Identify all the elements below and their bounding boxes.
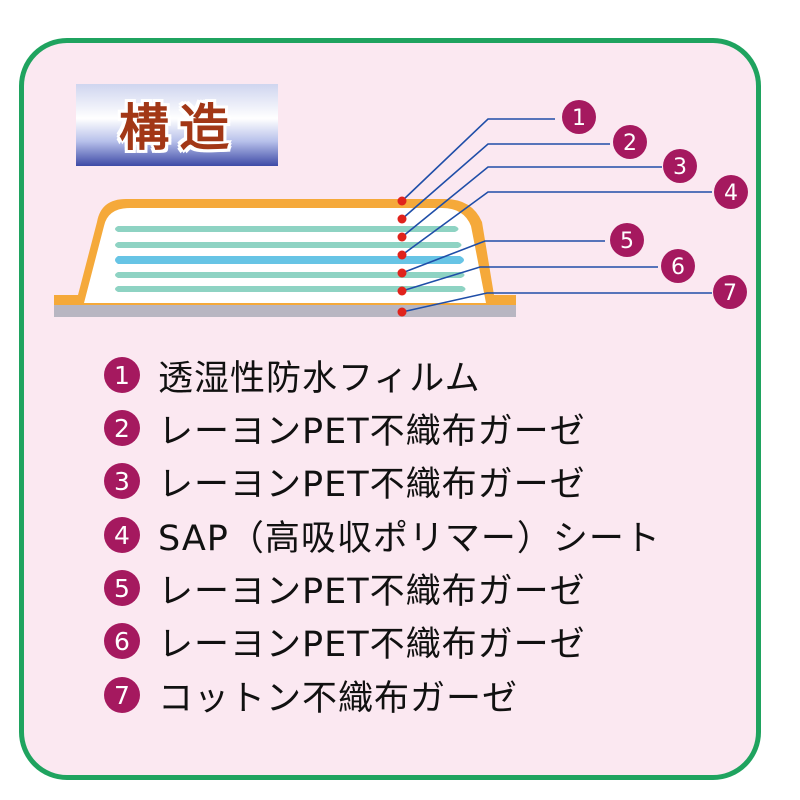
legend-item-4: 4 SAP（高吸収ポリマー）シート xyxy=(104,510,661,560)
legend-badge-5: 5 xyxy=(104,570,140,606)
legend-item-7: 7 コットン不織布ガーゼ xyxy=(104,670,518,720)
layer-dot-2 xyxy=(397,214,407,224)
leader-line-1 xyxy=(401,118,555,202)
leader-line-3 xyxy=(401,166,662,238)
diagram-badge-7 xyxy=(713,275,747,309)
diagram-badge-4 xyxy=(714,175,748,209)
legend-label-5: レーヨンPET不織布ガーゼ xyxy=(158,571,586,612)
legend-label-7: コットン不織布ガーゼ xyxy=(158,678,519,719)
base-sheet xyxy=(54,305,516,317)
legend-badge-4: 4 xyxy=(104,517,140,553)
legend-item-2: 2 レーヨンPET不織布ガーゼ xyxy=(104,403,586,453)
diagram-badge-3 xyxy=(663,149,697,183)
legend-label-3: レーヨンPET不織布ガーゼ xyxy=(158,464,586,505)
legend-item-1: 1 透湿性防水フィルム xyxy=(104,350,481,400)
layer-strip-3 xyxy=(115,242,462,248)
legend-label-1: 透湿性防水フィルム xyxy=(158,358,481,399)
layer-strip-4 xyxy=(115,256,464,264)
layer-dot-5 xyxy=(397,268,407,278)
layer-dot-3 xyxy=(397,232,407,242)
legend-item-5: 5 レーヨンPET不織布ガーゼ xyxy=(104,563,586,613)
diagram-badge-3-label: 3 xyxy=(673,155,687,180)
diagram-badge-1 xyxy=(562,100,596,134)
legend-badge-2: 2 xyxy=(104,410,140,446)
title-banner xyxy=(76,84,278,166)
diagram-badges: 1 2 3 4 5 6 7 xyxy=(562,100,748,309)
layer-strip-6 xyxy=(115,286,466,292)
diagram-badge-4-label: 4 xyxy=(724,181,738,206)
layer-dot-4 xyxy=(397,250,407,260)
legend-label-4: SAP（高吸収ポリマー）シート xyxy=(158,518,661,559)
diagram-badge-6 xyxy=(661,249,695,283)
legend-badge-6: 6 xyxy=(104,623,140,659)
legend-label-6: レーヨンPET不織布ガーゼ xyxy=(158,624,586,665)
layer-dot-7 xyxy=(397,307,407,317)
legend-badge-1: 1 xyxy=(104,357,140,393)
leader-line-2 xyxy=(401,143,610,220)
legend-item-6: 6 レーヨンPET不織布ガーゼ xyxy=(104,616,586,666)
diagram-badge-6-label: 6 xyxy=(671,255,685,280)
diagram-badge-1-label: 1 xyxy=(572,106,586,131)
legend-badge-7: 7 xyxy=(104,677,140,713)
layer-dot-1 xyxy=(397,196,407,206)
layer-dots xyxy=(397,196,407,317)
leader-line-7 xyxy=(401,292,712,313)
legend-badge-3: 3 xyxy=(104,463,140,499)
layer-strip-5 xyxy=(115,272,465,278)
diagram-badge-7-label: 7 xyxy=(723,281,737,306)
layer-dot-6 xyxy=(397,286,407,296)
leader-line-6 xyxy=(401,266,658,292)
diagram-badge-5 xyxy=(610,223,644,257)
diagram-badge-5-label: 5 xyxy=(620,229,634,254)
leader-lines xyxy=(401,118,712,313)
diagram-title: 構造 xyxy=(119,99,239,157)
pad-layers xyxy=(115,226,466,292)
leader-line-4 xyxy=(401,191,712,256)
legend-label-2: レーヨンPET不織布ガーゼ xyxy=(158,411,586,452)
diagram-badge-2-label: 2 xyxy=(623,131,637,156)
layer-strip-2 xyxy=(115,226,459,232)
diagram-badge-2 xyxy=(613,125,647,159)
legend-item-3: 3 レーヨンPET不織布ガーゼ xyxy=(104,456,586,506)
leader-line-5 xyxy=(401,240,605,274)
